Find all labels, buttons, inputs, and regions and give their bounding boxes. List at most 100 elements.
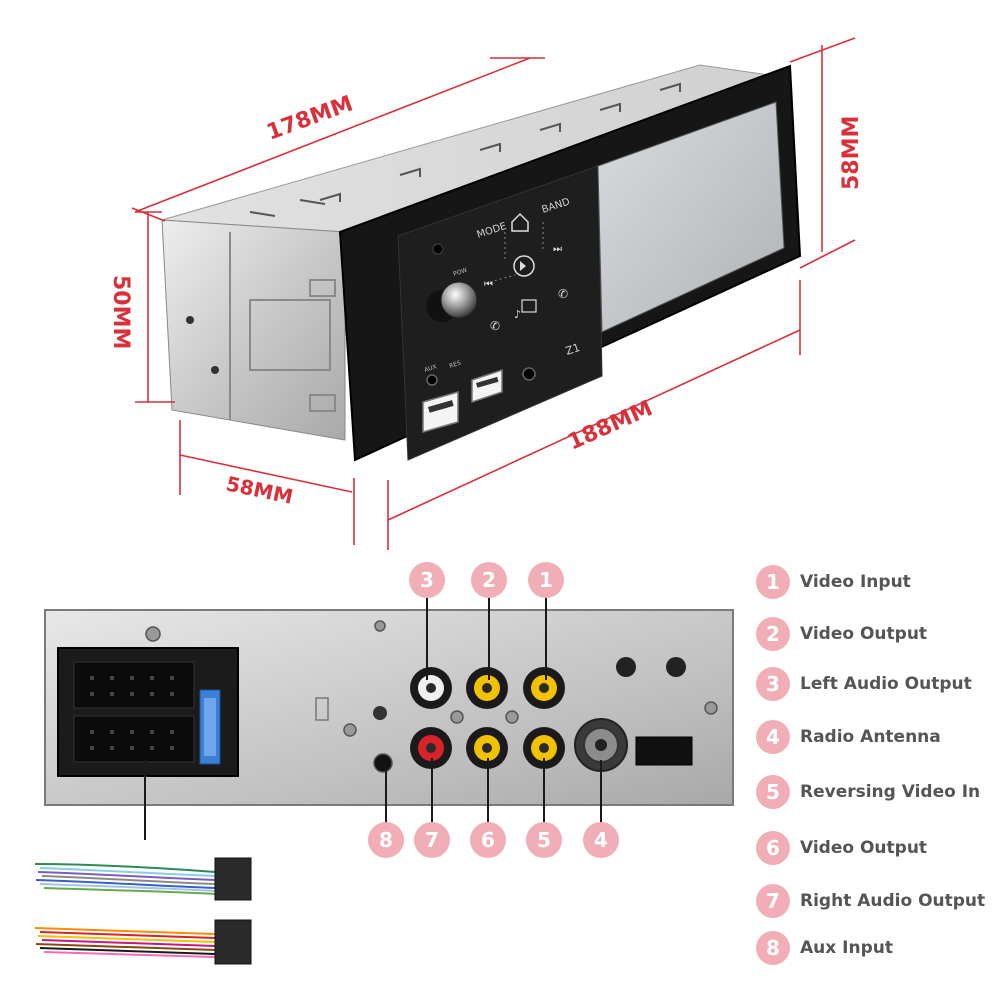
chassis-hole bbox=[211, 366, 219, 374]
callout-circle-6 bbox=[470, 822, 506, 858]
phone-hangup-icon[interactable]: ✆ bbox=[490, 319, 500, 333]
dim-width-front-label: 188MM bbox=[564, 396, 656, 455]
callout-circle-3 bbox=[409, 562, 445, 598]
legend-number: 8 bbox=[756, 931, 790, 965]
wiring-harness bbox=[34, 857, 252, 965]
legend-label: Right Audio Output bbox=[800, 891, 986, 911]
rear-slot bbox=[635, 736, 693, 766]
aux-label: AUX bbox=[423, 363, 437, 374]
harness-wires-top bbox=[34, 863, 216, 895]
aux-input-jack[interactable] bbox=[373, 753, 393, 773]
legend-item-6: 6 Video Output bbox=[756, 828, 927, 868]
reset-label: RES bbox=[448, 360, 462, 370]
iso-connector-bottom bbox=[73, 715, 195, 763]
screw bbox=[343, 723, 357, 737]
touch-guides bbox=[489, 222, 544, 283]
screw bbox=[704, 701, 718, 715]
next-track-icon[interactable]: ⏭ bbox=[553, 244, 562, 255]
legend-number: 6 bbox=[756, 831, 790, 865]
screw bbox=[145, 626, 161, 642]
rear-panel bbox=[44, 609, 734, 806]
rca-jack-right-audio-output[interactable] bbox=[410, 727, 452, 769]
play-pause-icon[interactable] bbox=[513, 255, 535, 277]
chassis-side-face bbox=[161, 219, 346, 441]
legend-item-4: 4 Radio Antenna bbox=[756, 717, 941, 757]
callout-lines bbox=[144, 596, 602, 840]
legend-label: Video Output bbox=[800, 838, 928, 858]
legend-label: Aux Input bbox=[800, 938, 893, 958]
legend-label: Video Output bbox=[800, 624, 928, 644]
control-panel bbox=[397, 165, 603, 461]
dim-width-top-label: 178MM bbox=[264, 91, 357, 145]
dim-height-front-label: 58MM bbox=[839, 116, 864, 190]
panel-hole bbox=[666, 657, 686, 677]
dim-height-side-label: 50MM bbox=[108, 275, 133, 349]
harness-wires-bottom bbox=[34, 927, 216, 958]
legend-number: 4 bbox=[756, 720, 790, 754]
callout-circle-4 bbox=[583, 822, 619, 858]
rca-jack-video-output[interactable] bbox=[466, 667, 508, 709]
legend-number: 5 bbox=[756, 775, 790, 809]
legend-label: Radio Antenna bbox=[800, 727, 941, 747]
legend-number: 1 bbox=[756, 565, 790, 599]
mic-jack[interactable] bbox=[522, 367, 536, 381]
dim-line-width-front bbox=[387, 329, 801, 521]
harness-plug-top bbox=[214, 857, 252, 901]
rca-jack-reversing-video-in[interactable] bbox=[523, 727, 565, 769]
chassis-side-details bbox=[229, 232, 336, 420]
iso-connector-top bbox=[73, 661, 195, 709]
legend-item-7: 7 Right Audio Output bbox=[756, 881, 985, 921]
rear-callouts: 3 2 1 8 7 6 5 4 bbox=[368, 562, 619, 858]
chassis-hole bbox=[186, 316, 194, 324]
panel-hole bbox=[373, 706, 387, 720]
legend-label: Video Input bbox=[800, 572, 911, 592]
legend-item-2: 2 Video Output bbox=[756, 614, 927, 654]
screw bbox=[374, 620, 386, 632]
video-icon[interactable] bbox=[521, 299, 537, 313]
power-label: POW bbox=[452, 267, 468, 278]
rca-jack-video-input[interactable] bbox=[523, 667, 565, 709]
head-unit-illustration: MODE BAND POW AUX RES Z1 ⏮ ⏭ ✆ ✆ ♪ bbox=[161, 64, 802, 462]
phone-answer-icon[interactable]: ✆ bbox=[558, 287, 568, 301]
home-icon[interactable] bbox=[511, 212, 529, 232]
legend-item-1: 1 Video Input bbox=[756, 562, 911, 602]
ir-sensor bbox=[432, 243, 444, 255]
chassis-top-details bbox=[249, 82, 681, 217]
callout-circle-1 bbox=[528, 562, 564, 598]
callout-circle-7 bbox=[414, 822, 450, 858]
radio-antenna-socket[interactable] bbox=[574, 718, 628, 772]
rca-jack-left-audio-output[interactable] bbox=[410, 667, 452, 709]
legend-item-5: 5 Reversing Video In bbox=[756, 772, 980, 812]
aux-jack[interactable] bbox=[426, 374, 438, 386]
callout-number-3: 3 bbox=[420, 568, 434, 592]
music-icon[interactable]: ♪ bbox=[514, 308, 521, 321]
callout-number-5: 5 bbox=[537, 828, 551, 852]
harness-plug-bottom bbox=[214, 919, 252, 965]
callout-number-4: 4 bbox=[594, 828, 608, 852]
screw bbox=[505, 710, 519, 724]
display-screen bbox=[597, 101, 785, 333]
dim-line-width-top bbox=[134, 57, 531, 213]
panel-hole bbox=[616, 657, 636, 677]
callout-circle-8 bbox=[368, 822, 404, 858]
model-label: Z1 bbox=[564, 341, 582, 358]
callout-number-7: 7 bbox=[425, 828, 439, 852]
iso-pins bbox=[90, 676, 174, 750]
legend-label: Left Audio Output bbox=[800, 674, 972, 694]
callout-number-1: 1 bbox=[539, 568, 553, 592]
callout-number-8: 8 bbox=[379, 828, 393, 852]
volume-knob[interactable] bbox=[440, 281, 478, 319]
previous-track-icon[interactable]: ⏮ bbox=[484, 279, 493, 290]
screw bbox=[450, 710, 464, 724]
legend-number: 7 bbox=[756, 884, 790, 918]
legend-item-3: 3 Left Audio Output bbox=[756, 664, 972, 704]
rca-jack-video-output-2[interactable] bbox=[466, 727, 508, 769]
legend-number: 3 bbox=[756, 667, 790, 701]
dimension-lines bbox=[131, 37, 856, 550]
legend-item-8: 8 Aux Input bbox=[756, 928, 893, 968]
callout-number-2: 2 bbox=[482, 568, 496, 592]
legend-number: 2 bbox=[756, 617, 790, 651]
callout-circle-5 bbox=[526, 822, 562, 858]
play-glyph bbox=[520, 261, 526, 271]
